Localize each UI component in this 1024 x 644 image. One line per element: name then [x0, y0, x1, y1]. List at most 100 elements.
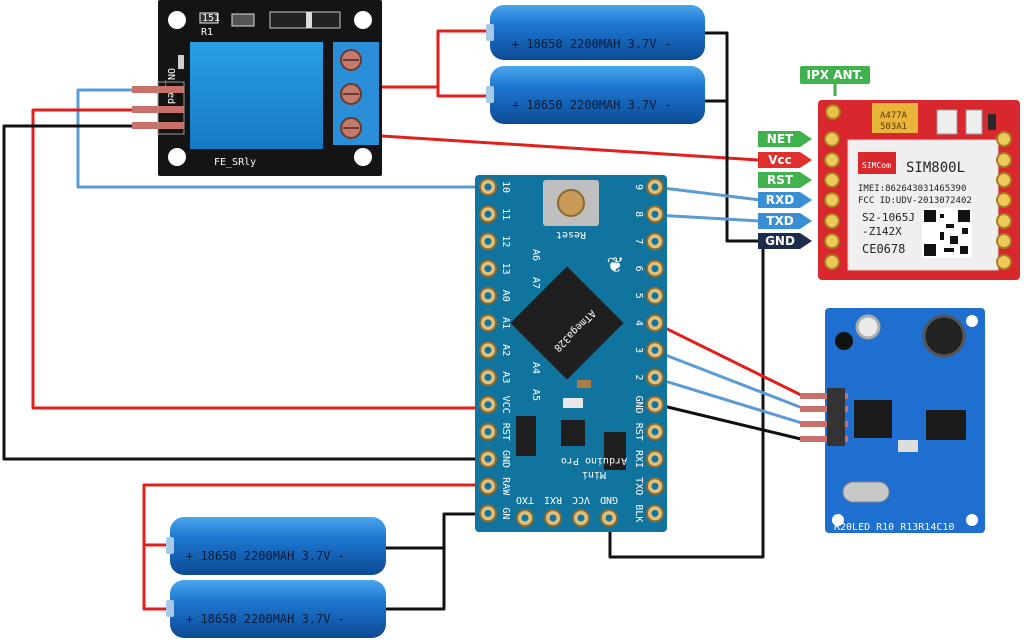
wire-battery-gnd — [704, 31, 760, 243]
gsm-pad-icon — [996, 192, 1012, 208]
pin-label: A7 — [530, 277, 541, 289]
sim800l-module: IPX ANT. A477A 503A1 SIMCom SIM800L IMEI… — [758, 66, 1020, 288]
wire-relay-vcc — [31, 108, 478, 410]
pin-label: RAW — [500, 477, 511, 496]
gsm-pad-icon — [996, 172, 1012, 188]
wire-gnd-gps — [654, 402, 806, 442]
wire-battery-to-relay — [382, 29, 495, 89]
battery-label: + 18650 2200MAH 3.7V - — [186, 549, 345, 563]
reset-label: Reset — [556, 229, 586, 240]
gsm-pad-icon — [824, 233, 840, 249]
relay-header-pins — [132, 81, 185, 135]
battery-bottom-2: + 18650 2200MAH 3.7V - — [166, 580, 386, 638]
gsm-pad-icon — [996, 152, 1012, 168]
wire-pin9-rxd — [654, 185, 761, 202]
pin-label: 9 — [633, 184, 644, 190]
antenna-connector-icon — [825, 104, 841, 120]
relay-silk-r1: R1 — [201, 27, 213, 38]
gsm-pad-icon — [996, 131, 1012, 147]
battery-label: + 18650 2200MAH 3.7V - — [512, 37, 671, 51]
pin-label: BLK — [633, 504, 644, 522]
antenna-label: IPX ANT. — [807, 68, 864, 82]
gsm-fcc: FCC ID:UDV-2013072402 — [858, 196, 972, 206]
pin-label: 4 — [633, 320, 644, 326]
wire-pin8-txd — [654, 213, 761, 223]
pin-label: 13 — [500, 263, 511, 275]
pin-label: GND — [600, 494, 618, 505]
pin-label: GND — [500, 450, 511, 468]
wire-bottom-gnd — [386, 512, 478, 550]
pin-label: VCC — [500, 396, 511, 414]
gsm-code-2: -Z142X — [862, 225, 902, 238]
pin-label: 7 — [633, 238, 644, 244]
wire-pin3-gps — [654, 349, 806, 411]
gsm-pin-tag — [758, 192, 812, 208]
gsm-pin-tag — [758, 213, 812, 229]
gsm-pad-icon — [824, 213, 840, 229]
wire-raw — [142, 483, 478, 547]
gsm-brand: SIMCom — [862, 161, 891, 170]
relay-body — [190, 42, 323, 149]
pin-label: GN — [500, 507, 511, 519]
wires — [2, 29, 806, 611]
pin-label: 5 — [633, 293, 644, 299]
gsm-pad-icon — [824, 254, 840, 270]
pin-label: RXI — [544, 494, 562, 505]
gsm-pad-icon — [824, 172, 840, 188]
pin-label: A0 — [500, 290, 511, 302]
battery-top-1: + 18650 2200MAH 3.7V - — [486, 5, 705, 60]
gps-module: R20LED R10 R13R14C10 — [800, 308, 985, 533]
gsm-pin-tag — [758, 131, 812, 147]
pin-label: TXO — [516, 494, 534, 505]
relay-label: FE_SRly — [214, 157, 256, 168]
battery-label: + 18650 2200MAH 3.7V - — [512, 98, 671, 112]
gsm-pad-icon — [996, 254, 1012, 270]
pin-label: VCC — [572, 494, 590, 505]
wire-arduino-gsm-gnd — [608, 241, 765, 559]
gps-buzzer-icon — [922, 314, 966, 358]
gsm-pad-icon — [996, 213, 1012, 229]
pin-label: RXI — [633, 450, 644, 468]
gsm-pin-tag — [758, 233, 812, 249]
gsm-pin-label-vcc: Vcc — [768, 153, 792, 167]
gsm-model: SIM800L — [906, 160, 965, 176]
wire-battery-series — [436, 87, 495, 98]
mount-hole-icon — [354, 148, 372, 166]
pin-label: GND — [633, 396, 644, 414]
arduino-pins: 10111213A0A1A2A3VCCRSTGNDRAWGN98765432GN… — [479, 178, 664, 527]
pin-label: 12 — [500, 235, 511, 247]
pin-label: TXO — [633, 477, 644, 495]
gsm-pin-tag — [758, 152, 812, 168]
pin-label: A4 — [530, 362, 541, 374]
gsm-pin-label-rst: RST — [767, 173, 794, 187]
pin-label: A6 — [530, 249, 541, 261]
battery-top-2: + 18650 2200MAH 3.7V - — [486, 66, 705, 124]
mount-hole-icon — [966, 514, 978, 526]
gsm-pin-label-txd: TXD — [766, 214, 793, 228]
gsm-pin-label-gnd: GND — [765, 234, 795, 248]
flame-logo-icon: ❦ — [607, 249, 623, 279]
gps-header-pins — [800, 388, 848, 446]
qr-code-icon — [922, 208, 972, 258]
gsm-pad-icon — [824, 152, 840, 168]
gsm-code-1: S2-1065J — [862, 211, 915, 224]
wire-relay-signal — [76, 88, 478, 189]
relay-silk-151: 151 — [202, 13, 220, 24]
cap-text-2: 503A1 — [880, 122, 907, 132]
gps-silk: R20LED R10 R13R14C10 — [834, 522, 954, 533]
gsm-pin-label-net: NET — [767, 132, 794, 146]
pin-label: A5 — [530, 389, 541, 401]
mount-hole-icon — [168, 11, 186, 29]
wire-relay-gnd — [2, 124, 478, 461]
pin-label: RST — [633, 423, 644, 441]
pin-label: A1 — [500, 317, 511, 329]
battery-label: + 18650 2200MAH 3.7V - — [186, 612, 345, 626]
gsm-pads — [824, 131, 1012, 270]
mount-hole-icon — [832, 514, 844, 526]
pin-label: 2 — [633, 374, 644, 380]
gsm-pad-icon — [824, 131, 840, 147]
wire-bottom-gnd2 — [386, 548, 446, 611]
wire-relay-to-gsm-vcc — [381, 134, 759, 162]
